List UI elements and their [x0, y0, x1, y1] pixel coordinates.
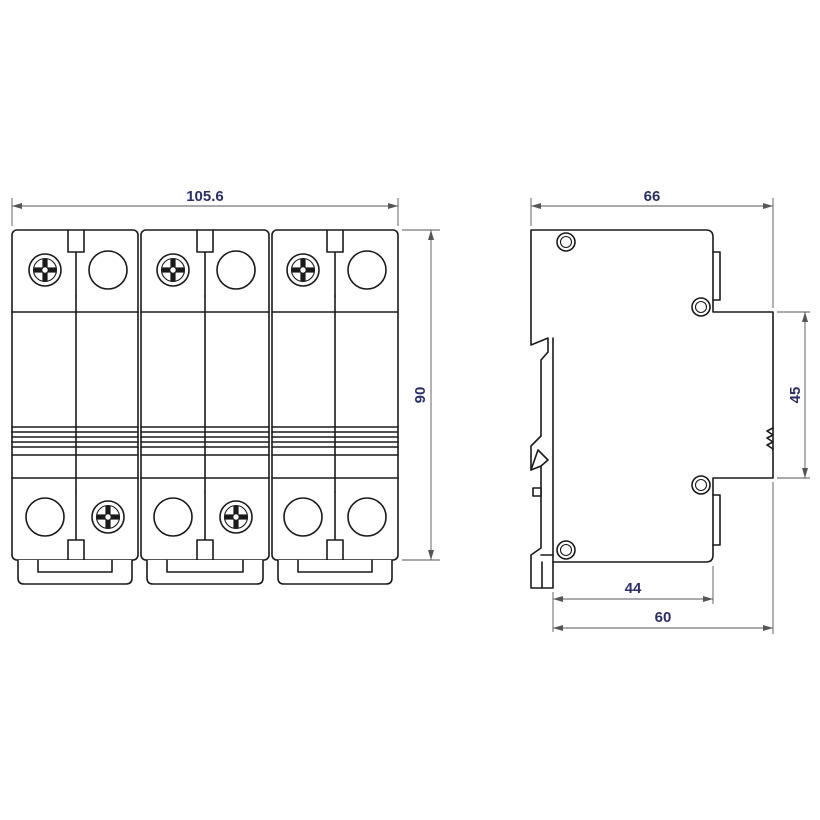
front-width-dimension: 105.6: [11, 188, 399, 226]
side-width-label: 66: [644, 188, 661, 205]
side-body-outline: [530, 229, 774, 589]
round-terminal-icon: [25, 497, 65, 537]
side-width-dimension: 66: [530, 188, 774, 308]
front-view: 105.6 90: [11, 188, 440, 585]
round-terminal-icon: [347, 497, 387, 537]
side-rail-height-dimension: 45: [777, 311, 810, 479]
round-terminal-icon: [283, 497, 323, 537]
pole-3: [271, 229, 399, 585]
side-depth-inner-dimension: 44: [552, 566, 714, 632]
front-height-label: 90: [412, 387, 429, 404]
round-terminal-icon: [347, 250, 387, 290]
pole-1: [11, 229, 139, 585]
cross-screw-icon: [286, 253, 320, 287]
cross-screw-icon: [156, 253, 190, 287]
side-rail-height-label: 45: [787, 387, 804, 404]
side-depth-outer-label: 60: [655, 609, 672, 626]
cross-screw-icon: [28, 253, 62, 287]
rivet-icon: [556, 540, 576, 560]
front-width-label: 105.6: [186, 188, 224, 205]
side-depth-outer-dimension: 60: [553, 482, 774, 634]
rivet-icon: [691, 475, 711, 495]
cross-screw-icon: [219, 500, 253, 534]
front-height-dimension: 90: [402, 229, 440, 561]
side-view: 66 45 44 60: [530, 188, 810, 634]
cross-screw-icon: [91, 500, 125, 534]
rivet-icon: [691, 297, 711, 317]
round-terminal-icon: [153, 497, 193, 537]
side-depth-inner-label: 44: [625, 580, 642, 597]
pole-2: [140, 229, 270, 585]
round-terminal-icon: [216, 250, 256, 290]
round-terminal-icon: [88, 250, 128, 290]
rivet-icon: [556, 232, 576, 252]
